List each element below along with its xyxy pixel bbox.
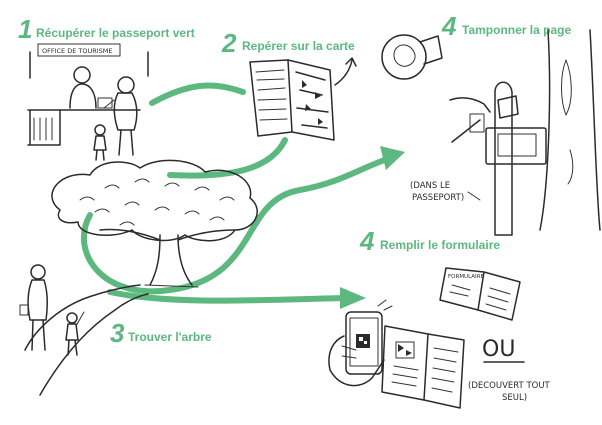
step-3-label: Trouver l'arbre: [128, 330, 212, 344]
flow-arrows: [80, 82, 405, 309]
step-3-number: 3: [110, 318, 125, 348]
arrow-head-form: [340, 287, 366, 309]
alternative-or: OU: [482, 337, 515, 362]
step-4-stamp-title: 4 Tamponner la page: [441, 11, 571, 41]
step-2-number: 2: [221, 28, 237, 58]
discover-note-line1: (DECOUVERT TOUT: [468, 381, 551, 391]
step-1-title: 1 Récupérer le passeport vert: [18, 14, 195, 44]
step-4b-label: Remplir le formulaire: [380, 238, 500, 252]
stamp-illustration: (DANS LE PASSEPORT): [381, 29, 601, 236]
discover-note-line2: SEUL): [502, 393, 527, 403]
step-4a-number: 4: [441, 11, 457, 41]
form-illustration: FORMULAIRE OU (DECOUVERT TOUT SEUL): [328, 267, 551, 409]
step-4b-number: 4: [359, 226, 375, 256]
step-2-label: Repérer sur la carte: [242, 39, 355, 53]
step-1-number: 1: [18, 14, 32, 44]
step-2-title: 2 Repérer sur la carte: [221, 28, 355, 58]
arrow-tree-to-stamp: [80, 155, 393, 295]
arrow-head-stamp: [380, 146, 405, 170]
arrow-map-to-tree: [167, 137, 288, 179]
arrow-tree-to-form: [107, 289, 348, 304]
tree-illustration: [51, 159, 258, 288]
step-1-label: Récupérer le passeport vert: [36, 26, 195, 40]
passport-note-line2: PASSEPORT): [412, 193, 464, 203]
tourist-office-illustration: OFFICE DE TOURISME: [27, 43, 149, 161]
step-4a-label: Tamponner la page: [462, 23, 571, 37]
map-illustration: [249, 57, 357, 141]
form-title: FORMULAIRE: [448, 274, 484, 280]
arrow-office-to-map: [149, 82, 246, 106]
step-3-title: 3 Trouver l'arbre: [110, 318, 212, 348]
office-sign: OFFICE DE TOURISME: [42, 47, 113, 55]
passport-note-line1: (DANS LE: [410, 181, 450, 191]
path-and-family-illustration: [19, 264, 149, 396]
step-4-form-title: 4 Remplir le formulaire: [359, 226, 500, 256]
